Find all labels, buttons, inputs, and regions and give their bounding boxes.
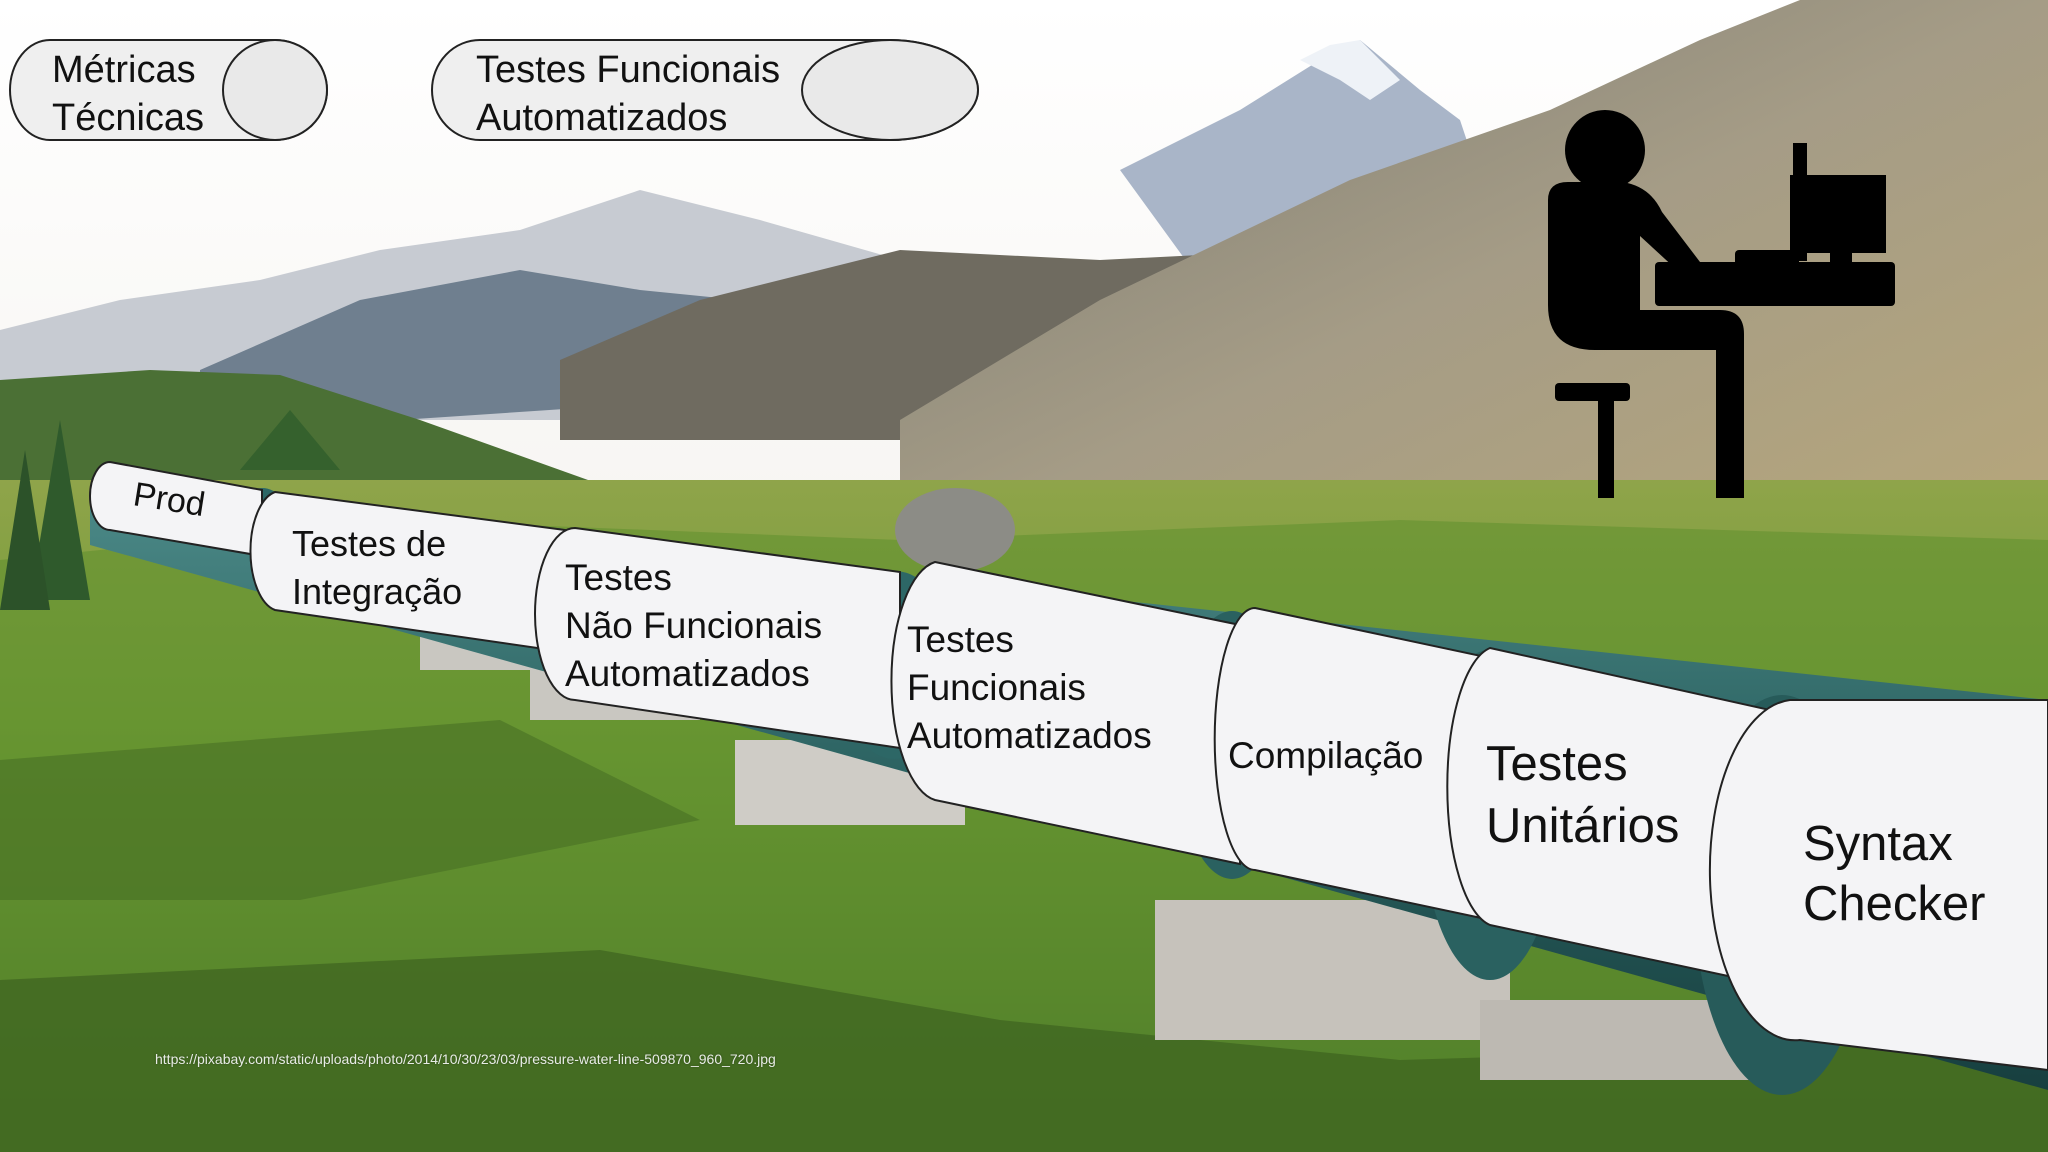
stage-functional-tests: Testes Funcionais Automatizados: [890, 560, 1241, 866]
stage-non-functional-tests: Testes Não Funcionais Automatizados: [534, 526, 901, 750]
stage-functional-tests-label: Testes Funcionais Automatizados: [907, 619, 1152, 756]
stage-syntax-checker-label: Syntax Checker: [1803, 817, 1985, 931]
image-source-credit: https://pixabay.com/static/uploads/photo…: [155, 1051, 776, 1067]
pill-functional-tests-label: Testes Funcionais Automatizados: [476, 49, 791, 139]
person-at-computer-icon: [1548, 110, 1895, 498]
pill-technical-metrics-label: Métricas Técnicas: [52, 49, 206, 139]
stage-integration-tests: Testes de Integração: [249, 490, 566, 654]
stage-compilation-label: Compilação: [1228, 735, 1423, 776]
stage-unit-tests: Testes Unitários: [1446, 646, 1771, 987]
stage-integration-tests-label: Testes de Integração: [292, 523, 462, 612]
stage-prod: Prod: [89, 460, 263, 558]
pill-functional-tests: Testes Funcionais Automatizados: [431, 39, 979, 141]
stage-non-functional-tests-label: Testes Não Funcionais Automatizados: [565, 557, 832, 694]
stage-compilation: Compilação: [1213, 606, 1501, 924]
pill-technical-metrics: Métricas Técnicas: [9, 39, 328, 141]
pipeline-stages: Prod Testes de Integração Testes Não Fun…: [89, 460, 2048, 1072]
stage-syntax-checker: Syntax Checker: [1708, 699, 2048, 1072]
stage-unit-tests-label: Testes Unitários: [1486, 737, 1679, 853]
